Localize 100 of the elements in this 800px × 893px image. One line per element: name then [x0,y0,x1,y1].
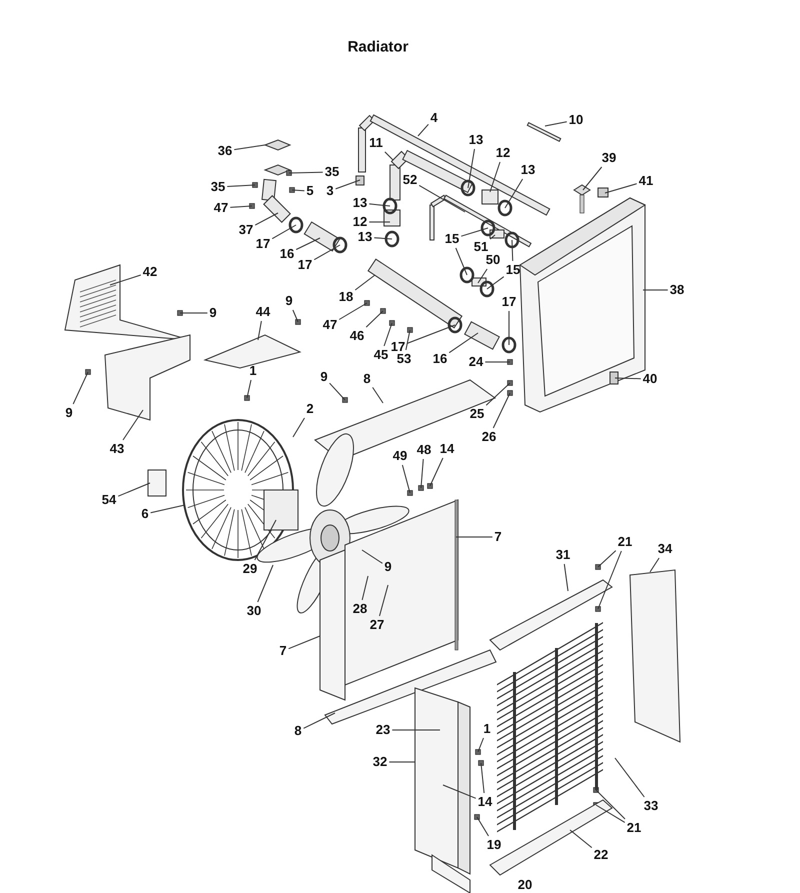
leader-line [368,203,390,206]
callout-number: 27 [370,618,384,632]
leader-line [72,372,88,404]
callout-number: 4 [430,111,438,125]
callout-number: 31 [556,548,570,562]
callout-number: 12 [352,215,368,229]
callout-number: 35 [210,180,226,194]
leader-line [379,584,388,616]
callout-number: 12 [496,146,510,160]
callout-number: 7 [279,644,287,658]
leader-line [110,274,142,286]
leader-line [598,550,622,610]
callout-number: 19 [486,838,502,852]
leader-line [570,830,592,848]
callout-number: 42 [142,265,158,279]
callout-number: 30 [246,604,262,618]
callout-number: 46 [350,329,364,343]
leader-line [234,144,266,150]
callout-number: 13 [468,133,484,147]
leader-line [614,758,645,798]
leader-line [118,482,150,497]
leader-line [338,302,368,320]
leader-line [596,790,626,820]
leader-line [405,330,410,350]
callout-number: 17 [298,258,312,272]
leader-line [456,536,493,538]
callout-number: 33 [644,799,658,813]
callout-number: 34 [658,542,672,556]
leader-line [420,458,424,488]
callout-number: 50 [486,253,500,267]
callout-number: 15 [444,232,460,246]
leader-line [455,248,468,276]
callout-number: 52 [402,173,418,187]
callout-number: 13 [352,196,368,210]
callout-number: 13 [358,230,372,244]
leader-line [650,558,660,572]
leader-line [150,504,186,514]
leader-line [478,738,484,752]
callout-number: 41 [638,174,654,188]
leader-line [272,224,296,240]
leader-line [374,237,392,240]
callout-number: 13 [520,163,536,177]
leader-line [490,162,500,192]
leader-line [476,816,489,836]
leader-line [288,636,320,650]
callout-number: 9 [285,294,293,308]
callout-number: 17 [390,340,406,354]
callout-number: 53 [396,352,412,366]
callout-number: 1 [483,722,491,736]
leader-line [486,382,510,406]
leader-line [292,418,305,438]
callout-number: 21 [618,535,632,549]
leader-line [122,410,144,440]
leader-line [314,244,340,260]
callout-number: 35 [324,165,340,179]
callout-number: 20 [518,878,532,892]
callout-number: 16 [432,352,448,366]
leader-line [246,380,252,398]
callout-number: 6 [141,507,149,521]
callout-number: 5 [306,184,314,198]
callout-number: 43 [110,442,124,456]
callout-number: 32 [372,755,388,769]
leader-line [492,392,510,428]
leader-line [486,276,504,290]
callout-number: 40 [642,372,658,386]
leader-line [366,310,384,328]
leader-line [288,172,324,174]
callout-number: 11 [369,136,383,150]
callout-number: 18 [338,290,354,304]
callout-number: 38 [670,283,684,297]
callout-number: 14 [478,795,492,809]
callout-number: 3 [326,184,334,198]
leader-line [468,148,475,188]
leader-line [292,190,305,192]
leader-line [596,804,626,823]
leader-line [430,458,444,486]
callout-number: 49 [392,449,408,463]
callout-number: 8 [363,372,371,386]
callout-number: 17 [502,295,516,309]
leader-line [544,121,568,126]
leader-line [384,322,392,346]
leader-line [230,206,252,208]
callout-number: 14 [440,442,454,456]
callout-number: 1 [249,364,257,378]
leader-line [490,234,496,240]
leader-line [335,180,360,190]
callout-number: 9 [209,306,217,320]
leader-line [258,320,262,340]
callout-number: 16 [280,247,294,261]
leader-line [292,310,298,322]
callout-number: 36 [218,144,232,158]
leader-line [296,238,320,250]
callout-number: 23 [376,723,390,737]
callout-number: 7 [494,530,502,544]
callout-number: 45 [374,348,388,362]
leader-line [226,184,256,187]
leader-line [257,564,274,602]
leader-line [329,382,346,400]
callout-number: 44 [256,305,270,319]
leader-line [478,268,488,284]
